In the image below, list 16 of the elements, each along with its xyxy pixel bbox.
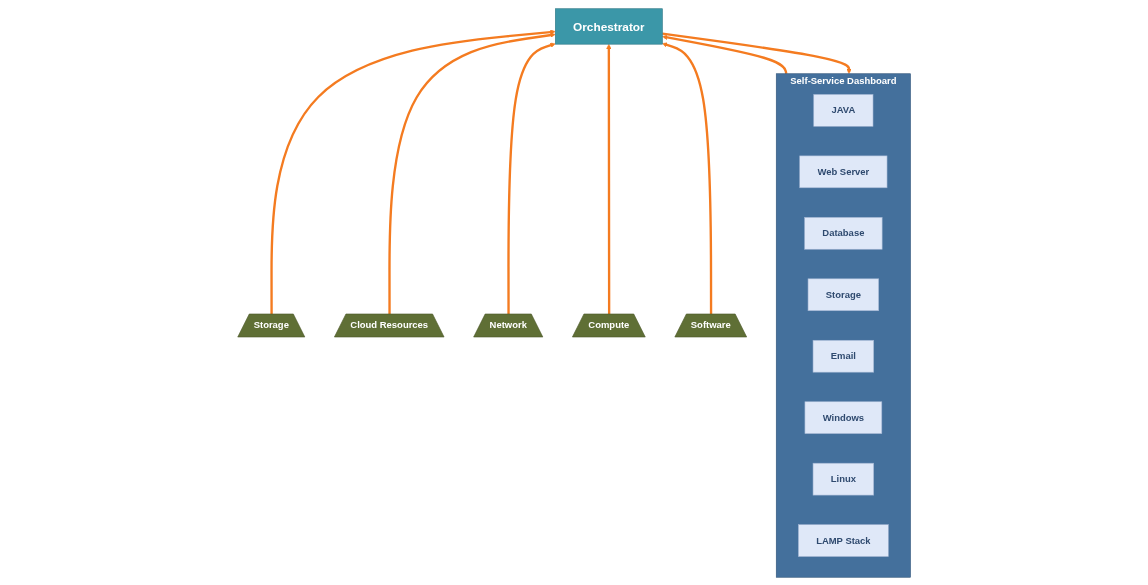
arrow xyxy=(606,43,612,314)
node-box: Database xyxy=(804,216,883,250)
node-box: Linux xyxy=(812,462,874,495)
arrow xyxy=(270,29,556,314)
node-box: Windows xyxy=(804,400,882,434)
node-box: LAMP Stack xyxy=(798,523,889,557)
arrow xyxy=(662,42,713,314)
node-box: JAVA xyxy=(813,93,874,127)
node-box: Web Server xyxy=(799,155,888,188)
arrow xyxy=(662,34,788,74)
node-box: Email xyxy=(812,339,874,372)
node-box: Storage xyxy=(807,278,879,311)
arrow xyxy=(507,42,556,314)
node-box: Orchestrator xyxy=(554,7,663,44)
arrow xyxy=(662,32,852,74)
arrow xyxy=(388,32,556,314)
